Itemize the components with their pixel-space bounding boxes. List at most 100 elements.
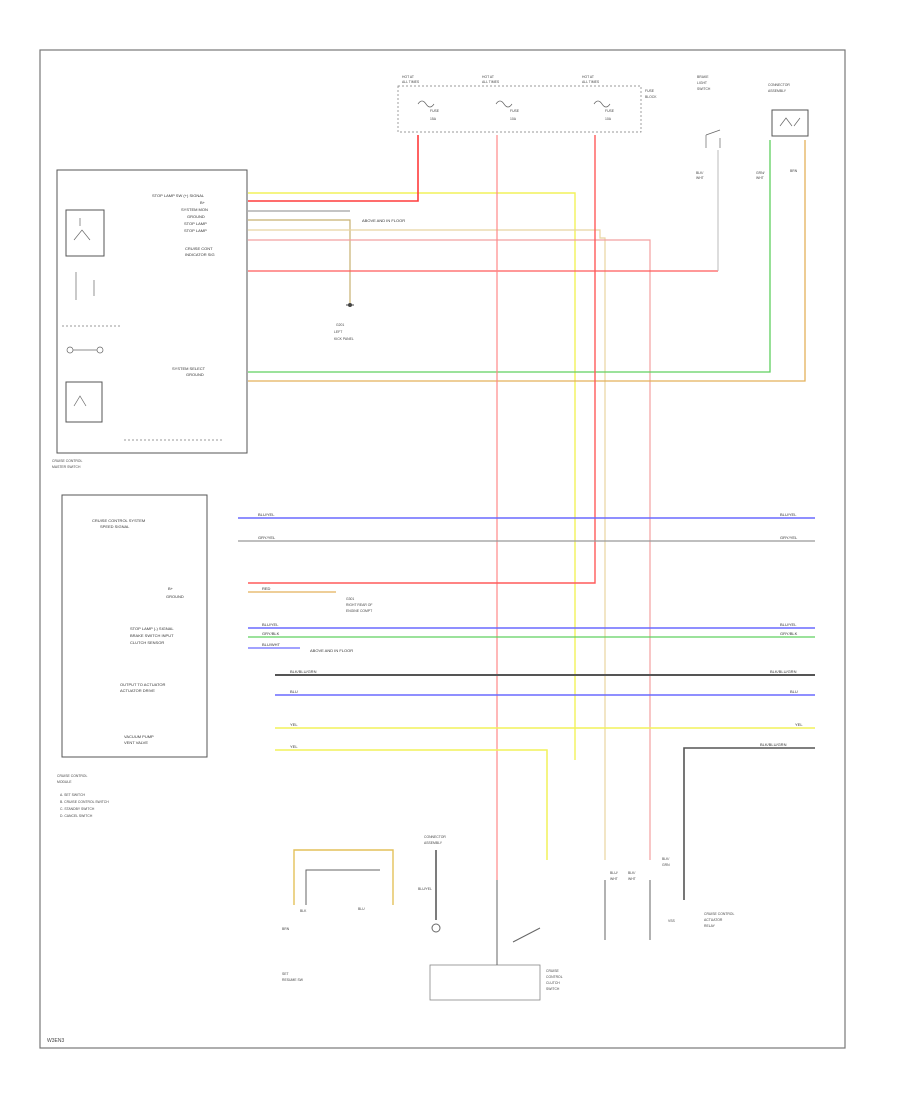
wire-ground-brn (248, 219, 351, 305)
svg-text:BRAKE: BRAKE (697, 75, 709, 79)
brake-switch-top: BRAKE LIGHT SWITCH BLK/ WHT (696, 75, 721, 180)
svg-text:GRY/BLK: GRY/BLK (780, 631, 798, 636)
wire-orange-ground (248, 140, 806, 382)
svg-text:INDICATOR SIG: INDICATOR SIG (185, 252, 215, 257)
svg-text:LIGHT: LIGHT (697, 81, 707, 85)
svg-text:FUSE: FUSE (430, 109, 440, 113)
svg-text:CONNECTOR: CONNECTOR (424, 835, 446, 839)
svg-text:YEL: YEL (290, 722, 298, 727)
svg-text:ABOVE AND IN FLOOR: ABOVE AND IN FLOOR (362, 218, 405, 223)
svg-text:BLU/YEL: BLU/YEL (262, 622, 279, 627)
fuse-group-top: HOT AT ALL TIMES FUSE 15A HOT AT ALL TIM… (397, 75, 657, 133)
svg-text:BLU/YEL: BLU/YEL (780, 622, 797, 627)
svg-text:ENGINE COMPT: ENGINE COMPT (346, 609, 372, 613)
wire-black-right-drop (683, 747, 815, 900)
svg-text:A. SET SWITCH: A. SET SWITCH (60, 793, 86, 797)
svg-text:ACTUATOR DRIVE: ACTUATOR DRIVE (120, 688, 155, 693)
wires-lower: BLU/YEL BLU/YEL GRY/YEL GRY/YEL RED BLU/… (238, 512, 815, 900)
fuse-box-outline (397, 85, 642, 133)
wires-upper: G201 LEFT KICK PANEL ABOVE AND IN FLOOR (248, 135, 806, 860)
svg-text:C. STANDBY SWITCH: C. STANDBY SWITCH (60, 807, 95, 811)
svg-text:ALL TIMES: ALL TIMES (582, 80, 600, 84)
svg-text:GROUND: GROUND (186, 372, 204, 377)
svg-text:BLK/BLU/GRN: BLK/BLU/GRN (760, 742, 787, 747)
svg-text:BLU: BLU (290, 689, 298, 694)
wire-red-riser-fuse3 (248, 135, 596, 584)
svg-text:SPEED SIGNAL: SPEED SIGNAL (100, 524, 130, 529)
svg-text:ASSEMBLY: ASSEMBLY (768, 89, 787, 93)
fuse-2: HOT AT ALL TIMES FUSE 10A (482, 75, 520, 121)
svg-text:LEFT: LEFT (334, 330, 342, 334)
wire-green-select (248, 140, 771, 373)
svg-text:CONTROL: CONTROL (546, 975, 563, 979)
svg-text:BLU: BLU (790, 689, 798, 694)
svg-text:WHT: WHT (696, 176, 704, 180)
svg-text:BLK/BLU/GRN: BLK/BLU/GRN (290, 669, 317, 674)
svg-text:RELAY: RELAY (704, 924, 716, 928)
svg-text:SET: SET (282, 972, 289, 976)
svg-text:SWITCH: SWITCH (546, 987, 560, 991)
svg-text:WHT: WHT (756, 176, 764, 180)
svg-text:BLK/: BLK/ (662, 857, 669, 861)
svg-text:BLU/YEL: BLU/YEL (780, 512, 797, 517)
svg-text:ABOVE AND IN FLOOR: ABOVE AND IN FLOOR (310, 648, 353, 653)
svg-text:B. CRUISE CONTROL SWITCH: B. CRUISE CONTROL SWITCH (60, 800, 109, 804)
svg-text:GROUND: GROUND (187, 214, 205, 219)
svg-text:FUSE: FUSE (605, 109, 615, 113)
svg-text:BLU/YEL: BLU/YEL (258, 512, 275, 517)
svg-text:BLU/YEL: BLU/YEL (418, 887, 432, 891)
svg-text:CRUISE CONTROL: CRUISE CONTROL (57, 774, 87, 778)
svg-text:STOP LAMP SW (+) SIGNAL: STOP LAMP SW (+) SIGNAL (152, 193, 205, 198)
svg-text:RIGHT REAR OF: RIGHT REAR OF (346, 603, 373, 607)
bottom-actuator-switch: CRUISE CONTROL CLUTCH SWITCH (429, 880, 563, 1001)
svg-text:D. CANCEL SWITCH: D. CANCEL SWITCH (60, 814, 93, 818)
bottom-left-switch: BLK BLU BRN SET RESUME SW (282, 849, 394, 982)
module-upper-box: STOP LAMP SW (+) SIGNAL B+ SYSTEM MON GR… (52, 169, 248, 469)
module-lower-box: CRUISE CONTROL SYSTEM SPEED SIGNAL B+ GR… (57, 494, 208, 818)
fuse-3: HOT AT ALL TIMES FUSE 10A (582, 75, 615, 121)
svg-text:STOP LAMP: STOP LAMP (184, 228, 207, 233)
svg-text:CRUISE CONT: CRUISE CONT (185, 246, 213, 251)
fuse-1: HOT AT ALL TIMES FUSE 15A (402, 75, 440, 121)
svg-text:HOT AT: HOT AT (582, 75, 594, 79)
svg-text:15A: 15A (430, 117, 437, 121)
svg-text:STOP LAMP: STOP LAMP (184, 221, 207, 226)
diagram-border (39, 49, 846, 1049)
svg-text:GRY/YEL: GRY/YEL (258, 535, 276, 540)
connector-top-right: CONNECTOR ASSEMBLY GRN/ WHT BRN (756, 83, 809, 180)
svg-text:GRN: GRN (662, 863, 670, 867)
svg-text:CRUISE CONTROL: CRUISE CONTROL (704, 912, 734, 916)
svg-text:KICK PANEL: KICK PANEL (334, 337, 354, 341)
svg-text:B+: B+ (168, 586, 174, 591)
ground-symbol-1: G201 LEFT KICK PANEL (334, 303, 354, 341)
svg-text:FUSE: FUSE (510, 109, 520, 113)
svg-text:ACTUATOR: ACTUATOR (704, 918, 723, 922)
bottom-sensor: CONNECTOR ASSEMBLY BLU/YEL (418, 835, 446, 933)
svg-text:10A: 10A (605, 117, 612, 121)
svg-text:GRN/: GRN/ (756, 171, 765, 175)
svg-text:GRY/YEL: GRY/YEL (780, 535, 798, 540)
svg-text:CRUISE CONTROL: CRUISE CONTROL (52, 459, 82, 463)
svg-text:CONNECTOR: CONNECTOR (768, 83, 790, 87)
svg-text:ASSEMBLY: ASSEMBLY (424, 841, 443, 845)
svg-text:MODULE: MODULE (57, 780, 72, 784)
svg-text:STOP LAMP (-) SIGNAL: STOP LAMP (-) SIGNAL (130, 626, 174, 631)
svg-text:CLUTCH: CLUTCH (546, 981, 560, 985)
svg-text:G301: G301 (346, 597, 354, 601)
svg-text:VENT VALVE: VENT VALVE (124, 740, 148, 745)
svg-text:BLU: BLU (358, 907, 365, 911)
svg-text:BRN: BRN (282, 927, 290, 931)
svg-text:WHT: WHT (610, 877, 618, 881)
svg-text:BLK/: BLK/ (696, 171, 703, 175)
svg-text:BLU/WHT: BLU/WHT (262, 642, 281, 647)
svg-text:GRY/BLK: GRY/BLK (262, 631, 280, 636)
svg-text:SYSTEM SELECT: SYSTEM SELECT (172, 366, 206, 371)
svg-text:YEL: YEL (290, 744, 298, 749)
svg-text:BRAKE SWITCH INPUT: BRAKE SWITCH INPUT (130, 633, 174, 638)
svg-text:10A: 10A (510, 117, 517, 121)
svg-text:VSS: VSS (668, 919, 676, 923)
svg-text:BLK: BLK (300, 909, 307, 913)
svg-text:BLOCK: BLOCK (645, 95, 657, 99)
svg-text:RESUME SW: RESUME SW (282, 978, 304, 982)
